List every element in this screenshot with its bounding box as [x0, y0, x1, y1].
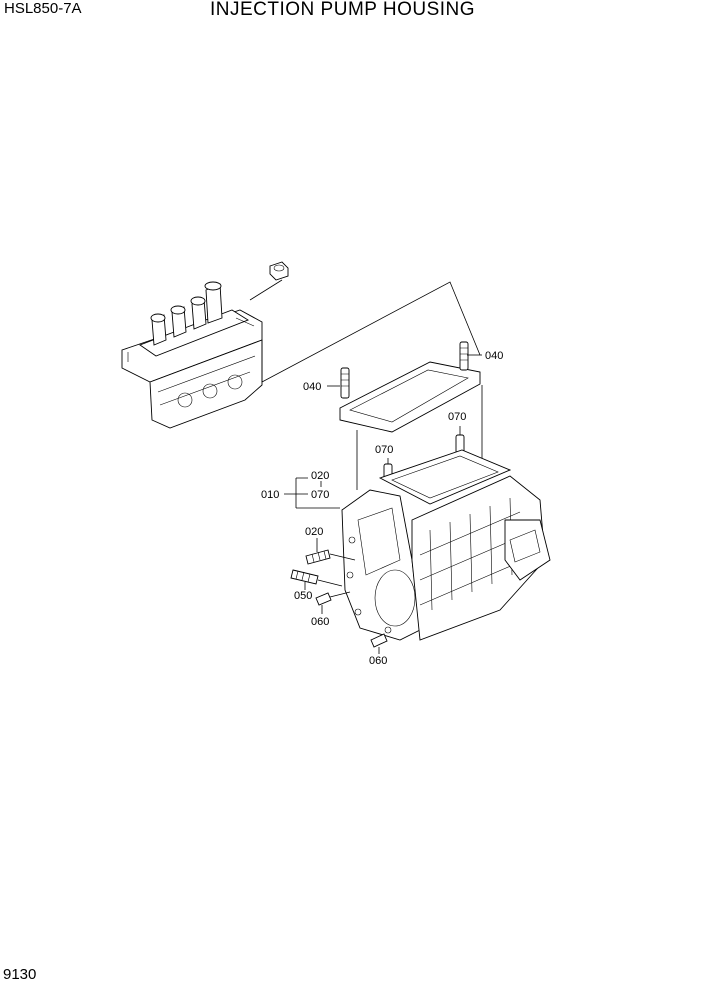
- pump-housing: [341, 449, 551, 641]
- stud-050: [290, 569, 319, 585]
- gasket: [339, 361, 481, 433]
- injection-pump-assembly: [121, 281, 263, 429]
- delivery-valves: [150, 281, 223, 346]
- page-title: INJECTION PUMP HOUSING: [210, 0, 476, 20]
- pin-060-a: [315, 592, 332, 606]
- callout-020-side: 020: [305, 526, 323, 538]
- callout-060-b: 060: [369, 655, 387, 667]
- callout-070-top: 070: [311, 489, 329, 501]
- callout-040-right: 040: [485, 350, 503, 362]
- stud-020: [305, 549, 331, 565]
- stud-040-left: [340, 367, 350, 399]
- pin-060-b: [370, 633, 388, 648]
- callout-010: 010: [261, 489, 279, 501]
- callout-050: 050: [294, 590, 312, 602]
- callout-060-a: 060: [311, 616, 329, 628]
- pump-nut: [269, 261, 289, 281]
- model-code: HSL850-7A: [4, 0, 82, 17]
- callout-020-top: 020: [311, 470, 329, 482]
- callout-040-left: 040: [303, 381, 321, 393]
- page-number: 9130: [3, 966, 37, 983]
- callout-070-right: 070: [448, 411, 466, 423]
- stud-040-right: [459, 341, 469, 371]
- callout-070-left: 070: [375, 444, 393, 456]
